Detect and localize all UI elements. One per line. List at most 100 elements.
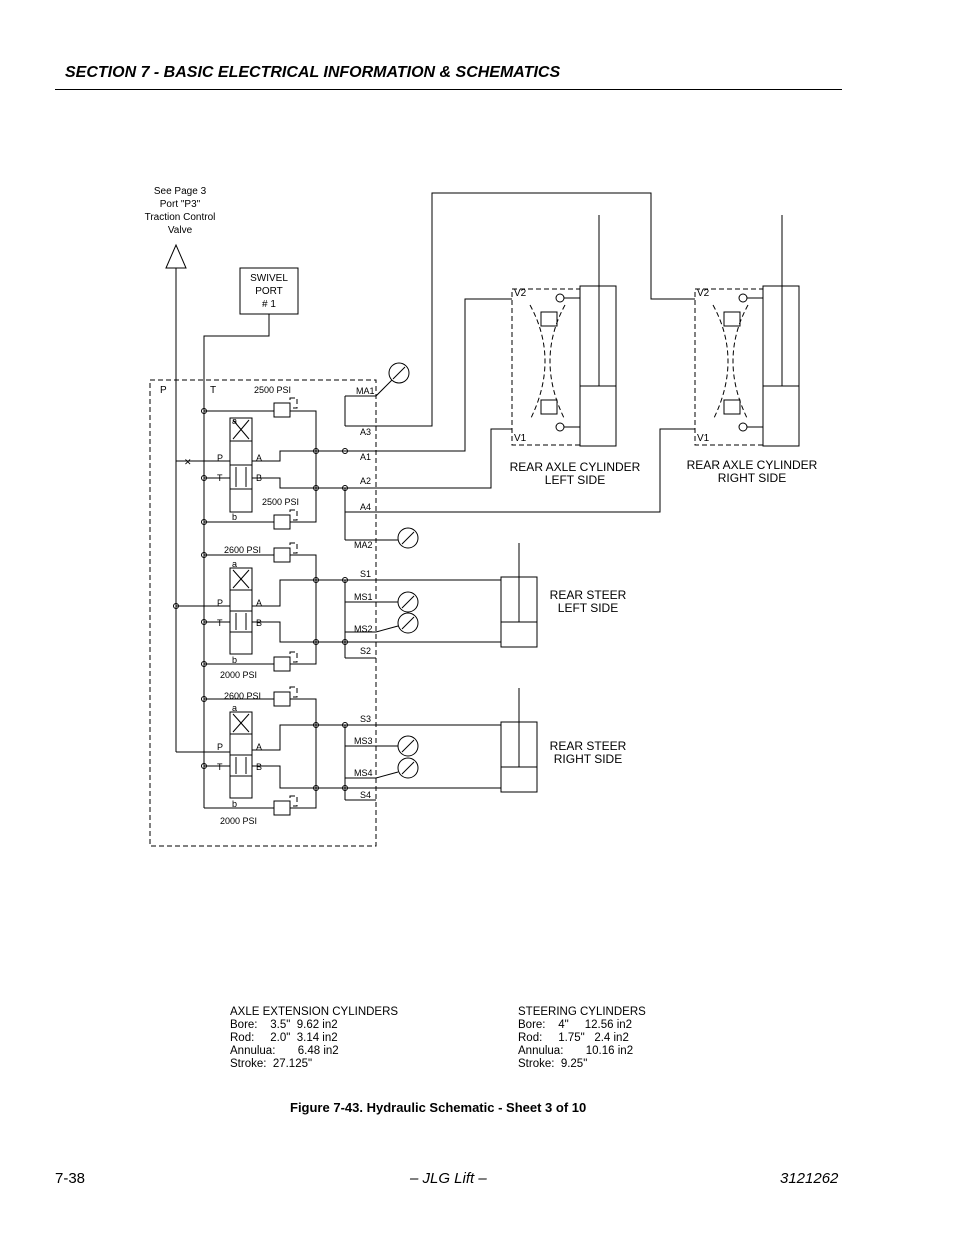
spec-row: Bore: 3.5" 9.62 in2 bbox=[230, 1019, 338, 1031]
rear-steer-right-label: REAR STEER bbox=[550, 739, 627, 753]
rear-steer-cylinder-left bbox=[500, 543, 538, 648]
svg-text:b: b bbox=[232, 799, 237, 809]
svg-text:B: B bbox=[256, 762, 262, 772]
relief-valve-icon bbox=[273, 402, 291, 418]
rear-steer-cylinder-right bbox=[500, 688, 538, 793]
rear-axle-cylinder-left: V2 V1 bbox=[511, 215, 617, 447]
rear-axle-cylinder-right: V2 V1 bbox=[694, 215, 800, 447]
rear-steer-left-label: REAR STEER bbox=[550, 588, 627, 602]
port-label: MA2 bbox=[354, 540, 373, 550]
rear-axle-left-label: REAR AXLE CYLINDER bbox=[510, 460, 641, 474]
port-label: MS4 bbox=[354, 768, 373, 778]
valve-v2-label: V2 bbox=[514, 288, 527, 299]
port-label: A3 bbox=[360, 427, 371, 437]
port-label: S3 bbox=[360, 714, 371, 724]
figure-caption: Figure 7-43. Hydraulic Schematic - Sheet… bbox=[290, 1100, 587, 1115]
manifold-p-label: P bbox=[160, 385, 167, 396]
svg-text:P: P bbox=[217, 453, 223, 463]
valve-v1-label: V1 bbox=[697, 433, 710, 444]
section-title: SECTION 7 - BASIC ELECTRICAL INFORMATION… bbox=[65, 64, 561, 81]
doc-number: 3121262 bbox=[780, 1170, 839, 1187]
svg-text:b: b bbox=[232, 655, 237, 665]
gauge-icon bbox=[388, 362, 410, 384]
relief-valve-rating: 2600 PSI bbox=[224, 545, 261, 555]
swivel-port-label: PORT bbox=[255, 286, 283, 297]
relief-valve-rating: 2000 PSI bbox=[220, 816, 257, 826]
rear-axle-right-label: RIGHT SIDE bbox=[718, 471, 786, 485]
svg-text:A: A bbox=[256, 742, 262, 752]
port-label: MS3 bbox=[354, 736, 373, 746]
spec-row: Stroke: 27.125" bbox=[230, 1058, 313, 1070]
svg-text:T: T bbox=[217, 762, 223, 772]
relief-valve-icon bbox=[273, 656, 291, 672]
spec-title: AXLE EXTENSION CYLINDERS bbox=[230, 1006, 399, 1018]
svg-text:A: A bbox=[256, 598, 262, 608]
svg-text:a: a bbox=[232, 703, 237, 713]
relief-valve-rating: 2000 PSI bbox=[220, 670, 257, 680]
footer-brand: – JLG Lift – bbox=[410, 1170, 487, 1187]
port-labels: MA1 A3 A1 A2 A4 MA2 S1 MS1 MS2 S2 S3 MS3… bbox=[354, 386, 375, 800]
port-label: S4 bbox=[360, 790, 371, 800]
port-label: MS1 bbox=[354, 592, 373, 602]
port-label: MS2 bbox=[354, 624, 373, 634]
spec-row: Annulua: 6.48 in2 bbox=[230, 1045, 339, 1057]
steering-cylinder-specs: STEERING CYLINDERS Bore: 4" 12.56 in2 Ro… bbox=[518, 1006, 646, 1071]
spec-row: Bore: 4" 12.56 in2 bbox=[518, 1019, 633, 1031]
svg-text:P: P bbox=[217, 742, 223, 752]
junction-dots bbox=[173, 408, 348, 791]
port-label: S1 bbox=[360, 569, 371, 579]
svg-text:A: A bbox=[256, 453, 262, 463]
port-label: A1 bbox=[360, 452, 371, 462]
spec-row: Rod: 2.0" 3.14 in2 bbox=[230, 1032, 338, 1044]
traction-port-arrow bbox=[165, 243, 187, 269]
valve-v2-label: V2 bbox=[697, 288, 710, 299]
rear-steer-left-label: LEFT SIDE bbox=[558, 601, 618, 615]
relief-valve-icon bbox=[273, 800, 291, 816]
spec-title: STEERING CYLINDERS bbox=[518, 1006, 646, 1018]
svg-text:a: a bbox=[232, 416, 237, 426]
page-number: 7-38 bbox=[55, 1170, 86, 1187]
svg-text:✕: ✕ bbox=[184, 457, 192, 467]
gauge-icon bbox=[397, 612, 419, 634]
axle-extension-specs: AXLE EXTENSION CYLINDERS Bore: 3.5" 9.62… bbox=[230, 1006, 398, 1071]
rear-axle-left-label: LEFT SIDE bbox=[545, 473, 605, 487]
spec-row: Rod: 1.75" 2.4 in2 bbox=[518, 1032, 629, 1044]
svg-text:B: B bbox=[256, 618, 262, 628]
valve-manifold-boundary bbox=[149, 379, 377, 847]
svg-text:b: b bbox=[232, 512, 237, 522]
port-label: A4 bbox=[360, 502, 371, 512]
relief-valve-icon bbox=[273, 691, 291, 707]
rear-axle-right-label: REAR AXLE CYLINDER bbox=[687, 458, 818, 472]
axle-control-valve: a b P T A B bbox=[217, 416, 262, 522]
port-label: MA1 bbox=[356, 386, 375, 396]
svg-text:T: T bbox=[217, 618, 223, 628]
relief-valve-rating: 2600 PSI bbox=[224, 691, 261, 701]
traction-note: See Page 3 Port "P3" Traction Control Va… bbox=[145, 186, 216, 236]
traction-note-line: Port "P3" bbox=[160, 199, 201, 210]
swivel-port-label: SWIVEL bbox=[250, 273, 288, 284]
svg-text:P: P bbox=[217, 598, 223, 608]
spec-row: Annulua: 10.16 in2 bbox=[518, 1045, 634, 1057]
svg-text:a: a bbox=[232, 559, 237, 569]
relief-valve-rating: 2500 PSI bbox=[254, 385, 291, 395]
relief-valve-rating: 2500 PSI bbox=[262, 497, 299, 507]
traction-note-line: Valve bbox=[168, 225, 193, 236]
steer-left-control-valve: a b P T A B bbox=[217, 559, 262, 665]
valve-v1-label: V1 bbox=[514, 433, 527, 444]
gauge-icon bbox=[397, 527, 419, 549]
steer-right-control-valve: a b P T A B bbox=[217, 703, 262, 809]
header-rule bbox=[55, 89, 842, 90]
spec-row: Stroke: 9.25" bbox=[518, 1058, 588, 1070]
relief-valve-icon bbox=[273, 514, 291, 530]
traction-note-line: See Page 3 bbox=[154, 186, 207, 197]
port-label: A2 bbox=[360, 476, 371, 486]
gauge-icon bbox=[397, 757, 419, 779]
manifold-t-label: T bbox=[210, 385, 216, 396]
relief-valve-icon bbox=[273, 547, 291, 563]
rear-steer-right-label: RIGHT SIDE bbox=[554, 752, 622, 766]
pressure-gauges bbox=[375, 362, 419, 779]
swivel-port-label: # 1 bbox=[262, 299, 276, 310]
port-label: S2 bbox=[360, 646, 371, 656]
traction-note-line: Traction Control bbox=[145, 212, 216, 223]
